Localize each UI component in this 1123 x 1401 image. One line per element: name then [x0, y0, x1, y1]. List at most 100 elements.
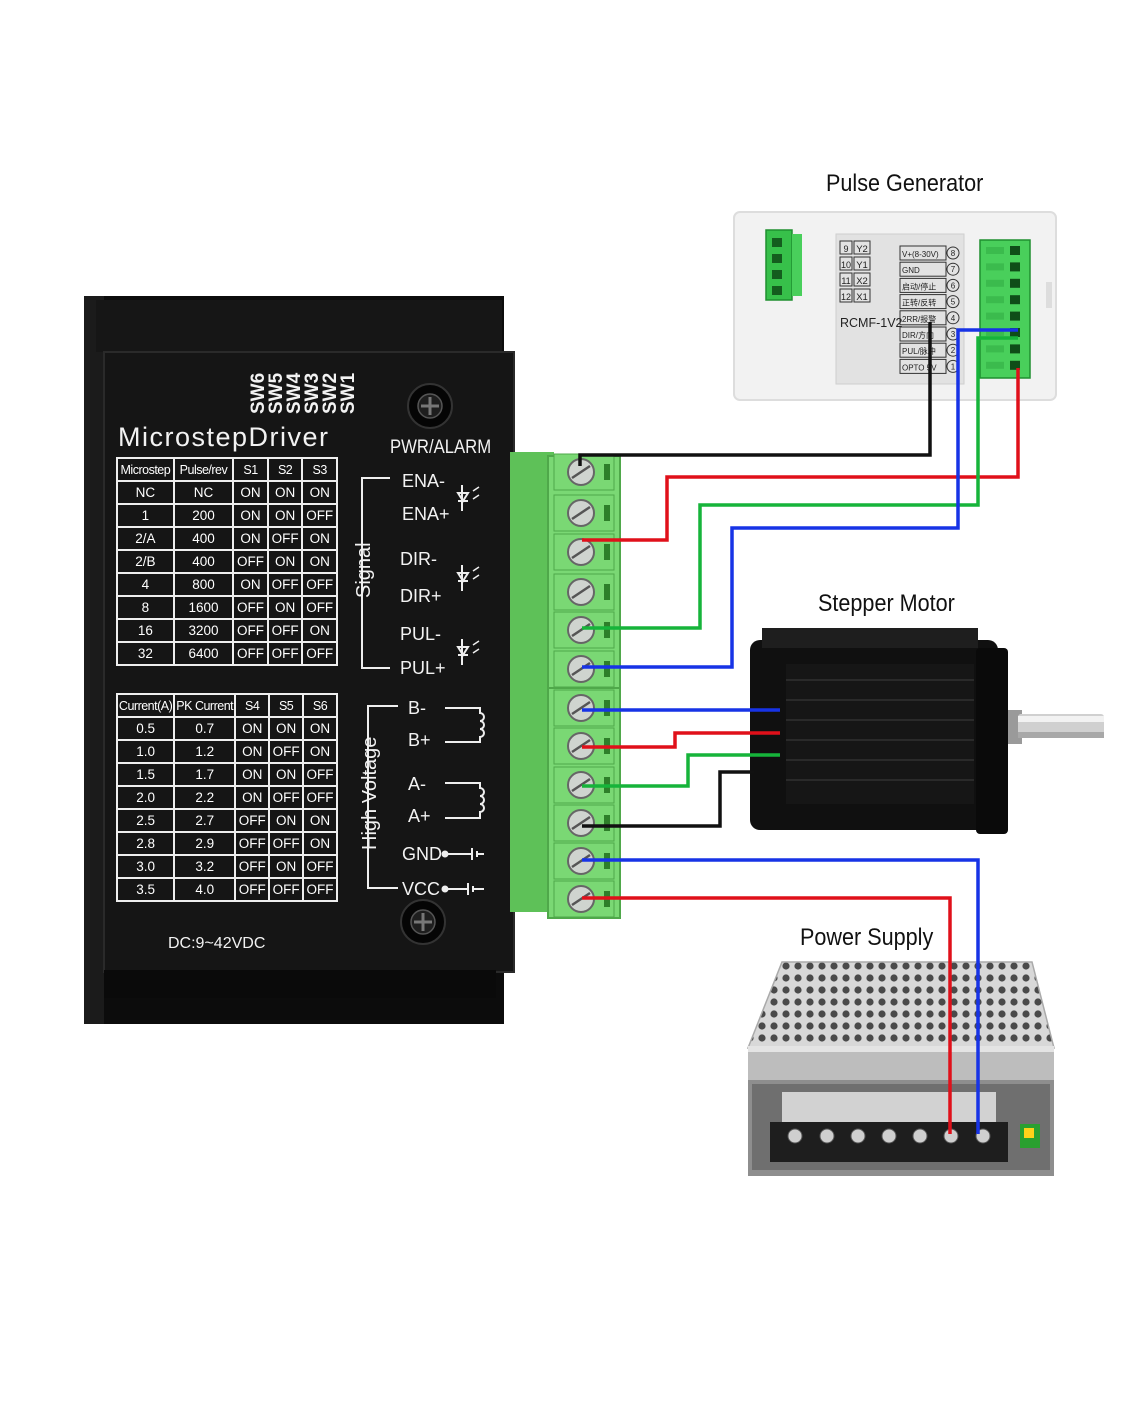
table-cell: OFF — [234, 808, 271, 833]
table-cell: OFF — [302, 877, 338, 902]
terminal-label-bplus: B+ — [408, 730, 431, 750]
pg-right-pin-num: 3 — [951, 330, 956, 339]
wire-a-minus-green — [582, 753, 780, 788]
table-cell: ON — [234, 716, 271, 741]
current-table-header-cell: S6 — [302, 693, 338, 718]
table-cell: ON — [232, 480, 269, 505]
table-cell: OFF — [234, 854, 271, 879]
microstep-table-header-cell: Pulse/rev — [172, 457, 235, 482]
terminal-screw-6-icon — [553, 650, 615, 688]
table-cell: OFF — [301, 572, 338, 597]
table-cell: 2.9 — [173, 831, 237, 856]
table-cell: 2/A — [116, 526, 175, 551]
pg-right-pin-num: 2 — [951, 346, 956, 355]
table-cell: 1.5 — [115, 762, 176, 787]
terminal-label-dirminus: DIR- — [400, 549, 437, 569]
microstep-table-header-cell: S1 — [232, 457, 269, 482]
pg-right-pin-name: 启动/停止 — [902, 281, 936, 291]
table-cell: ON — [266, 549, 304, 574]
terminal-screw-7-icon — [553, 689, 615, 727]
table-cell: 8 — [116, 595, 175, 620]
table-cell: ON — [266, 503, 304, 528]
table-cell: 2.5 — [115, 808, 176, 833]
wire-dir-green — [582, 336, 1018, 630]
gnd-symbol-icon — [445, 848, 484, 860]
table-cell: 3.0 — [115, 854, 176, 879]
table-cell: 1.7 — [173, 762, 237, 787]
ena-optocoupler-icon — [456, 485, 480, 511]
table-cell: 1 — [116, 503, 175, 528]
pg-right-pin-name: 2RR/报警 — [902, 314, 936, 324]
table-cell: ON — [301, 526, 338, 551]
table-cell: OFF — [302, 785, 338, 810]
table-cell: OFF — [301, 641, 338, 666]
switch-label-sw2: SW2 — [320, 373, 341, 414]
table-cell: OFF — [268, 877, 305, 902]
coil-b-icon — [445, 707, 485, 743]
table-cell: ON — [302, 739, 338, 764]
terminal-label-aminus: A- — [408, 774, 426, 794]
table-cell: 2.0 — [115, 785, 176, 810]
wire-vcc-red — [582, 896, 952, 1134]
table-cell: OFF — [232, 641, 269, 666]
wire-ena-minus-black — [578, 322, 932, 466]
table-cell: 6400 — [172, 641, 235, 666]
table-cell: OFF — [301, 595, 338, 620]
wires — [578, 322, 1020, 1134]
top-screw-icon — [407, 383, 453, 429]
power-supply-device — [746, 961, 1055, 1176]
terminal-label-aplus: A+ — [408, 806, 431, 826]
table-cell: ON — [234, 785, 271, 810]
pg-left-pin-num: 10 — [841, 260, 851, 270]
wire-gnd-blue — [582, 858, 980, 1134]
high-voltage-group-label: High Voltage — [359, 737, 381, 850]
table-cell: 1.2 — [173, 739, 237, 764]
pg-right-pin-name: GND — [902, 266, 920, 275]
table-cell: 16 — [116, 618, 175, 643]
pg-right-pin-num: 4 — [951, 314, 956, 323]
pg-right-pin-num: 5 — [951, 298, 956, 307]
table-cell: ON — [268, 716, 305, 741]
table-cell: 400 — [172, 526, 235, 551]
stepper-motor-device — [750, 628, 1104, 834]
pg-right-pin-name: PUL/脉冲 — [902, 346, 936, 356]
pg-left-pin-name: Y1 — [856, 260, 868, 271]
terminal-label-bminus: B- — [408, 698, 426, 718]
pg-right-pin-num: 8 — [951, 249, 956, 258]
microstep-table-header-cell: S3 — [301, 457, 338, 482]
pg-left-pin-num: 12 — [841, 292, 851, 302]
pg-left-pin-num: 9 — [843, 244, 848, 254]
table-cell: ON — [302, 808, 338, 833]
terminal-screw-5-icon — [553, 611, 615, 649]
table-cell: ON — [302, 716, 338, 741]
table-cell: ON — [266, 480, 304, 505]
coil-icons — [441, 707, 485, 895]
table-cell: OFF — [266, 572, 304, 597]
switch-label-sw1: SW1 — [338, 372, 359, 414]
microstep-table-header-cell: S2 — [266, 457, 304, 482]
wire-b-plus-red — [582, 731, 780, 749]
table-cell: ON — [268, 808, 305, 833]
coil-a-icon — [445, 782, 485, 819]
stepper-motor-title: Stepper Motor — [818, 590, 955, 617]
vcc-symbol-icon — [445, 883, 484, 895]
table-cell: 3.5 — [115, 877, 176, 902]
terminal-screw-2-icon — [553, 494, 615, 532]
table-cell: ON — [301, 549, 338, 574]
terminal-label-dirplus: DIR+ — [400, 586, 442, 606]
table-cell: 0.7 — [173, 716, 237, 741]
table-cell: OFF — [234, 877, 271, 902]
table-cell: OFF — [234, 831, 271, 856]
table-cell: ON — [232, 572, 269, 597]
